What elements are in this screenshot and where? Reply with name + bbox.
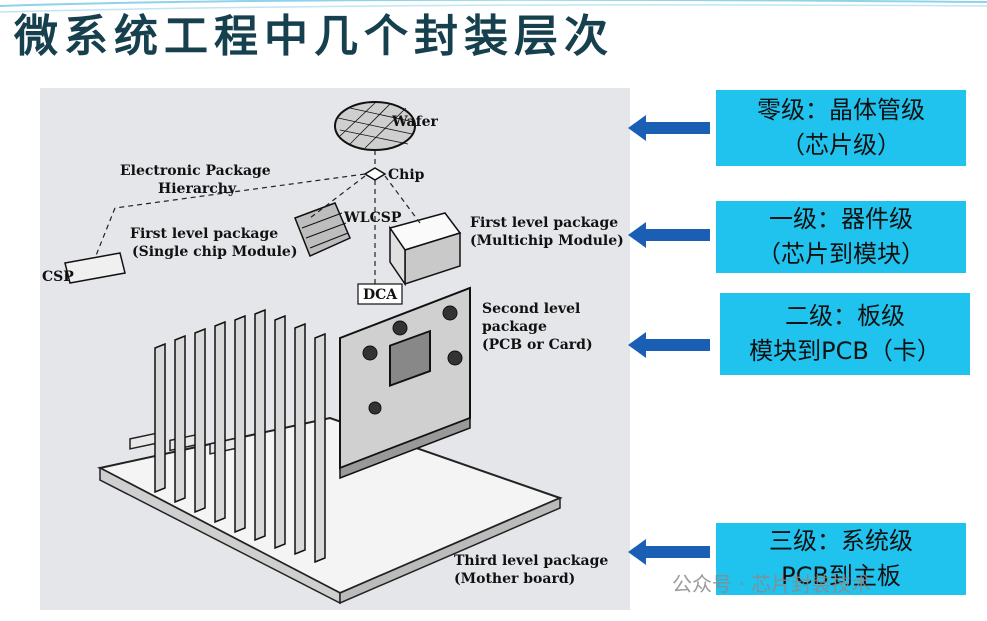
level-1-line1: 一级：器件级 — [769, 205, 913, 233]
level-0-line2: （芯片级） — [781, 131, 901, 159]
second-level-line1: Second level — [482, 301, 581, 317]
page-title: 微系统工程中几个封装层次 — [14, 11, 614, 62]
third-level-line1: Third level package — [454, 553, 609, 569]
dca-label: DCA — [363, 287, 398, 303]
level-3-line2: PCB到主板 — [781, 562, 901, 590]
level-1-line2: （芯片到模块） — [757, 240, 925, 268]
first-level-single-line1: First level package — [130, 226, 279, 242]
level-1-box: 一级：器件级 （芯片到模块） — [716, 201, 966, 273]
arrow-left-icon — [628, 222, 710, 248]
second-level-line2: package — [482, 319, 547, 335]
level-2-line2: 模块到PCB（卡） — [749, 337, 941, 365]
level-2-line1: 二级：板级 — [785, 302, 905, 330]
hierarchy-illustration — [64, 101, 563, 605]
package-hierarchy-figure: Wafer Chip Electronic Package Hierarchy … — [40, 88, 630, 610]
arrow-left-icon — [628, 539, 710, 565]
csp-label: CSP — [42, 269, 74, 285]
first-level-multi-line2: (Multichip Module) — [470, 233, 624, 249]
arrow-left-icon — [628, 115, 710, 141]
hierarchy-title-line1: Electronic Package — [120, 163, 271, 179]
second-level-line3: (PCB or Card) — [482, 337, 593, 353]
level-3-box: 三级：系统级 PCB到主板 — [716, 523, 966, 595]
first-level-single-line2: (Single chip Module) — [132, 244, 298, 260]
level-0-line1: 零级：晶体管级 — [757, 96, 925, 124]
header-decoration — [0, 0, 987, 13]
arrow-left-icon — [628, 332, 710, 358]
wlcsp-label: WLCSP — [344, 210, 402, 226]
chip-label: Chip — [388, 167, 425, 183]
watermark: 公众号 · 芯片封装技术 — [672, 572, 872, 596]
level-2-box: 二级：板级 模块到PCB（卡） — [720, 293, 970, 375]
level-3-line1: 三级：系统级 — [769, 527, 913, 555]
level-0-box: 零级：晶体管级 （芯片级） — [716, 90, 966, 166]
first-level-multi-line1: First level package — [470, 215, 619, 231]
third-level-line2: (Mother board) — [454, 571, 576, 587]
hierarchy-title-line2: Hierarchy — [158, 181, 237, 197]
wafer-label: Wafer — [392, 114, 438, 130]
